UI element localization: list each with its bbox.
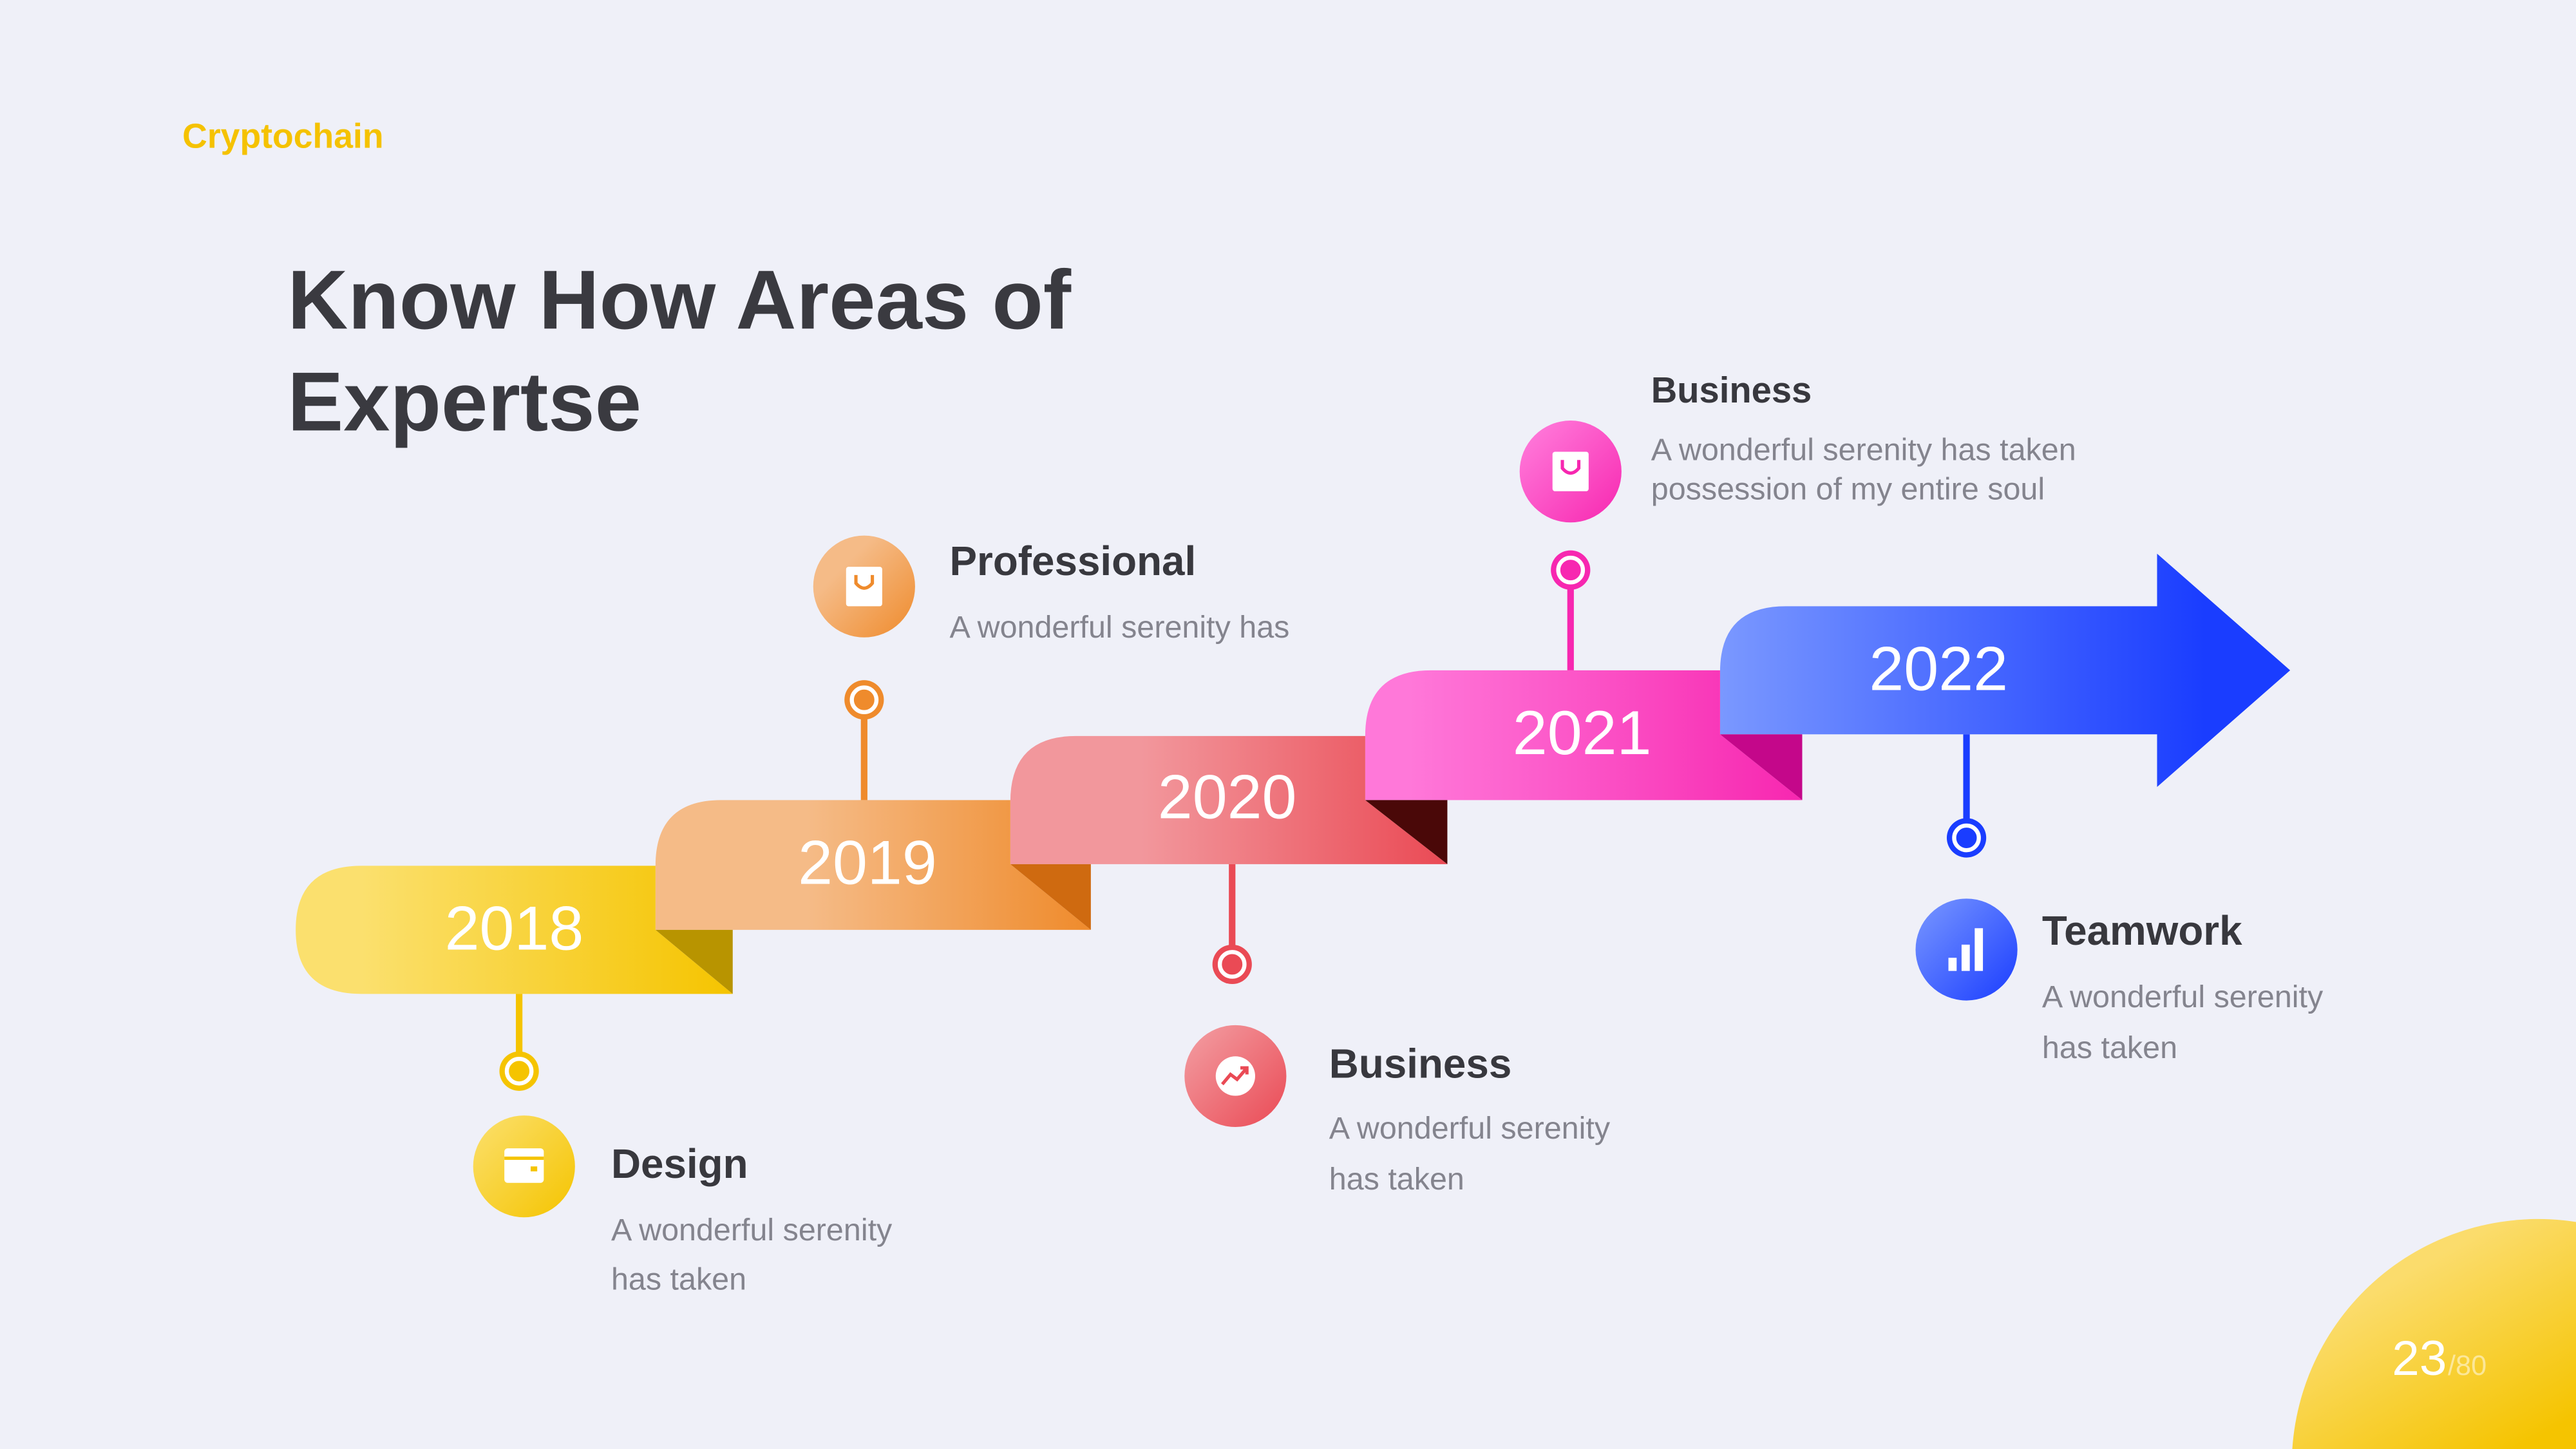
milestone-professional: Professional A wonderful serenity has — [949, 538, 1289, 645]
milestone-desc: A wonderful serenity — [611, 1213, 893, 1247]
milestone-heading: Business — [1329, 1040, 1512, 1086]
trend-up-icon — [1184, 1025, 1287, 1127]
ribbon-2018: 2018 — [296, 866, 733, 994]
milestone-desc: A wonderful serenity has — [949, 610, 1289, 645]
milestone-business-2020: Business A wonderful serenity has taken — [1329, 1040, 1611, 1196]
milestone-heading: Professional — [949, 538, 1196, 584]
year-label-2021: 2021 — [1513, 697, 1652, 768]
year-label-2022: 2022 — [1869, 633, 2008, 703]
milestone-desc: A wonderful serenity — [2042, 980, 2324, 1014]
year-label-2018: 2018 — [445, 893, 584, 963]
bar-chart-icon — [1915, 898, 2018, 1001]
fold-2018 — [655, 929, 733, 994]
ribbon-2019: 2019 — [655, 800, 1091, 930]
ribbon-2021: 2021 — [1365, 670, 1803, 800]
brand-name: Cryptochain — [182, 118, 383, 156]
milestone-design: Design A wonderful serenity has taken — [611, 1141, 893, 1296]
page-circle — [2292, 1218, 2576, 1449]
pin-2022 — [1946, 734, 1987, 858]
pin-2018 — [499, 994, 539, 1091]
pin-2021 — [1551, 550, 1591, 670]
pin-2020 — [1212, 864, 1252, 985]
milestone-heading: Business — [1651, 370, 1812, 410]
wallet-icon — [473, 1115, 575, 1218]
page-indicator: 23 /80 — [2292, 1218, 2576, 1449]
page-current: 23 — [2392, 1331, 2447, 1386]
shopping-bag-icon — [1519, 421, 1622, 523]
page-title-line-1: Know How Areas of — [287, 252, 1071, 346]
milestone-heading: Teamwork — [2042, 907, 2242, 954]
milestone-heading: Design — [611, 1141, 748, 1187]
year-label-2020: 2020 — [1158, 761, 1297, 831]
milestone-desc: A wonderful serenity has taken — [1651, 432, 2076, 467]
milestone-desc: has taken — [1329, 1162, 1464, 1197]
ribbon-2020: 2020 — [1010, 735, 1448, 864]
page-title-line-2: Expertse — [287, 354, 641, 448]
pin-2019 — [844, 680, 884, 800]
ribbon-2022: 2022 — [1719, 553, 2291, 787]
shopping-bag-icon — [813, 535, 915, 638]
milestone-desc: has taken — [611, 1262, 746, 1297]
milestone-teamwork: Teamwork A wonderful serenity has taken — [2042, 907, 2324, 1065]
milestone-desc: has taken — [2042, 1030, 2177, 1065]
milestone-desc: A wonderful serenity — [1329, 1111, 1611, 1146]
milestone-business-2021: Business A wonderful serenity has taken … — [1651, 370, 2076, 507]
year-label-2019: 2019 — [798, 827, 937, 897]
page-total: /80 — [2448, 1350, 2486, 1381]
milestone-desc: possession of my entire soul — [1651, 472, 2045, 507]
